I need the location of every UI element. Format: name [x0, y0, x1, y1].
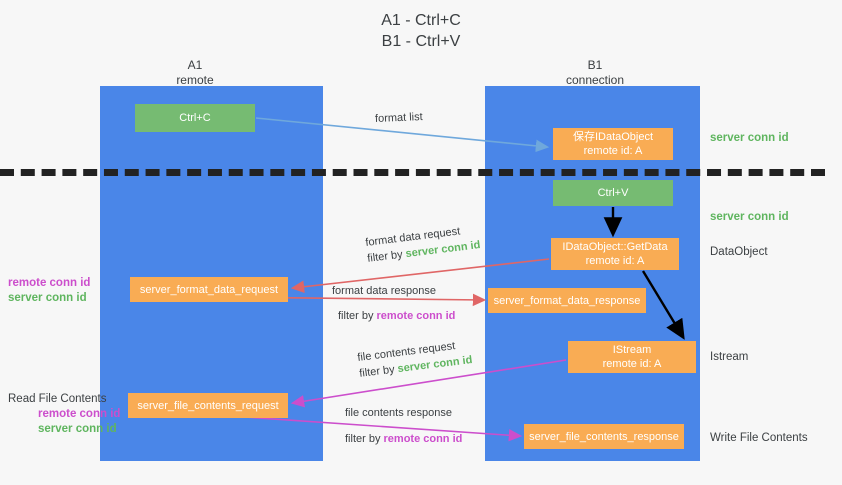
node-server-format-data-request-label: server_format_data_request: [139, 283, 279, 296]
side-label-server-conn-id-top: server conn id: [710, 132, 789, 144]
node-server-format-data-response[interactable]: server_format_data_response: [488, 288, 646, 313]
column-header-a1: A1 remote: [130, 58, 260, 88]
side-label-read-remote-conn-id: remote conn id: [38, 408, 121, 420]
side-label-read-server-conn-id: server conn id: [38, 423, 117, 435]
phase-separator-dashed-line: [0, 169, 825, 176]
side-label-dataobject: DataObject: [710, 246, 768, 258]
title-line-1: A1 - Ctrl+C: [381, 12, 461, 29]
column-b1-name: B1: [587, 58, 603, 72]
title-line-2: B1 - Ctrl+V: [381, 33, 461, 50]
node-server-format-data-request[interactable]: server_format_data_request: [130, 277, 288, 302]
filter-prefix: filter by: [345, 433, 384, 445]
node-idataobject-getdata-label: IDataObject::GetData: [562, 241, 668, 253]
column-b1-role: connection: [565, 73, 625, 87]
filter-prefix: filter by: [338, 310, 377, 322]
filter-prefix: filter by: [358, 363, 399, 380]
side-label-read-file-contents-group: Read File Contents remote conn id server…: [8, 392, 120, 437]
side-label-read-file-contents: Read File Contents: [8, 393, 107, 405]
edge-label-format-data-response-text: format data response: [332, 285, 436, 297]
diagram-title: A1 - Ctrl+C B1 - Ctrl+V: [0, 10, 842, 52]
node-save-idataobject-remote-id: remote id: A: [583, 145, 643, 157]
edge-label-format-data-response-filter: filter by remote conn id: [332, 299, 455, 324]
side-label-server-conn-id-mid: server conn id: [710, 211, 789, 223]
node-server-file-contents-request-label: server_file_contents_request: [137, 399, 279, 412]
edge-label-format-list-text: format list: [374, 110, 423, 126]
edge-label-format-data-request: format data request filter by server con…: [364, 221, 481, 267]
node-save-idataobject[interactable]: 保存IDataObject remote id: A: [553, 128, 673, 160]
node-server-file-contents-response[interactable]: server_file_contents_response: [524, 424, 684, 449]
node-istream[interactable]: IStream remote id: A: [568, 341, 696, 373]
edge-label-file-contents-response-text: file contents response: [345, 407, 453, 419]
side-label-remote-conn-id: remote conn id: [8, 277, 91, 289]
column-a1-role: remote: [176, 73, 214, 87]
node-ctrl-c-label: Ctrl+C: [179, 112, 211, 124]
node-server-file-contents-response-label: server_file_contents_response: [529, 430, 679, 443]
node-ctrl-v[interactable]: Ctrl+V: [553, 180, 673, 206]
node-istream-label: IStream: [612, 344, 652, 356]
node-server-format-data-response-label: server_format_data_response: [493, 294, 641, 307]
filter-value-remote-conn-id: remote conn id: [376, 310, 456, 322]
edge-label-format-data-response: format data response filter by remote co…: [332, 283, 455, 324]
side-label-istream: Istream: [710, 351, 749, 363]
side-label-write-file-contents: Write File Contents: [710, 432, 808, 444]
edge-label-format-list: format list: [375, 109, 423, 127]
filter-prefix: filter by: [366, 248, 407, 265]
node-idataobject-getdata-remote-id: remote id: A: [585, 255, 645, 267]
node-ctrl-v-label: Ctrl+V: [597, 187, 629, 199]
edge-label-file-contents-request: file contents request filter by server c…: [356, 336, 473, 382]
side-label-conn-id-group: remote conn id server conn id: [8, 276, 90, 306]
column-header-b1: B1 connection: [530, 58, 660, 88]
node-server-file-contents-request[interactable]: server_file_contents_request: [128, 393, 288, 418]
edge-label-file-contents-response: file contents response filter by remote …: [345, 405, 462, 447]
node-idataobject-getdata[interactable]: IDataObject::GetData remote id: A: [551, 238, 679, 270]
filter-value-remote-conn-id: remote conn id: [383, 433, 463, 445]
column-a1-name: A1: [187, 58, 203, 72]
node-save-idataobject-label: 保存IDataObject: [572, 131, 654, 143]
node-istream-remote-id: remote id: A: [602, 358, 662, 370]
side-label-server-conn-id: server conn id: [8, 292, 87, 304]
edge-label-file-contents-response-filter: filter by remote conn id: [345, 421, 462, 447]
node-ctrl-c[interactable]: Ctrl+C: [135, 104, 255, 132]
